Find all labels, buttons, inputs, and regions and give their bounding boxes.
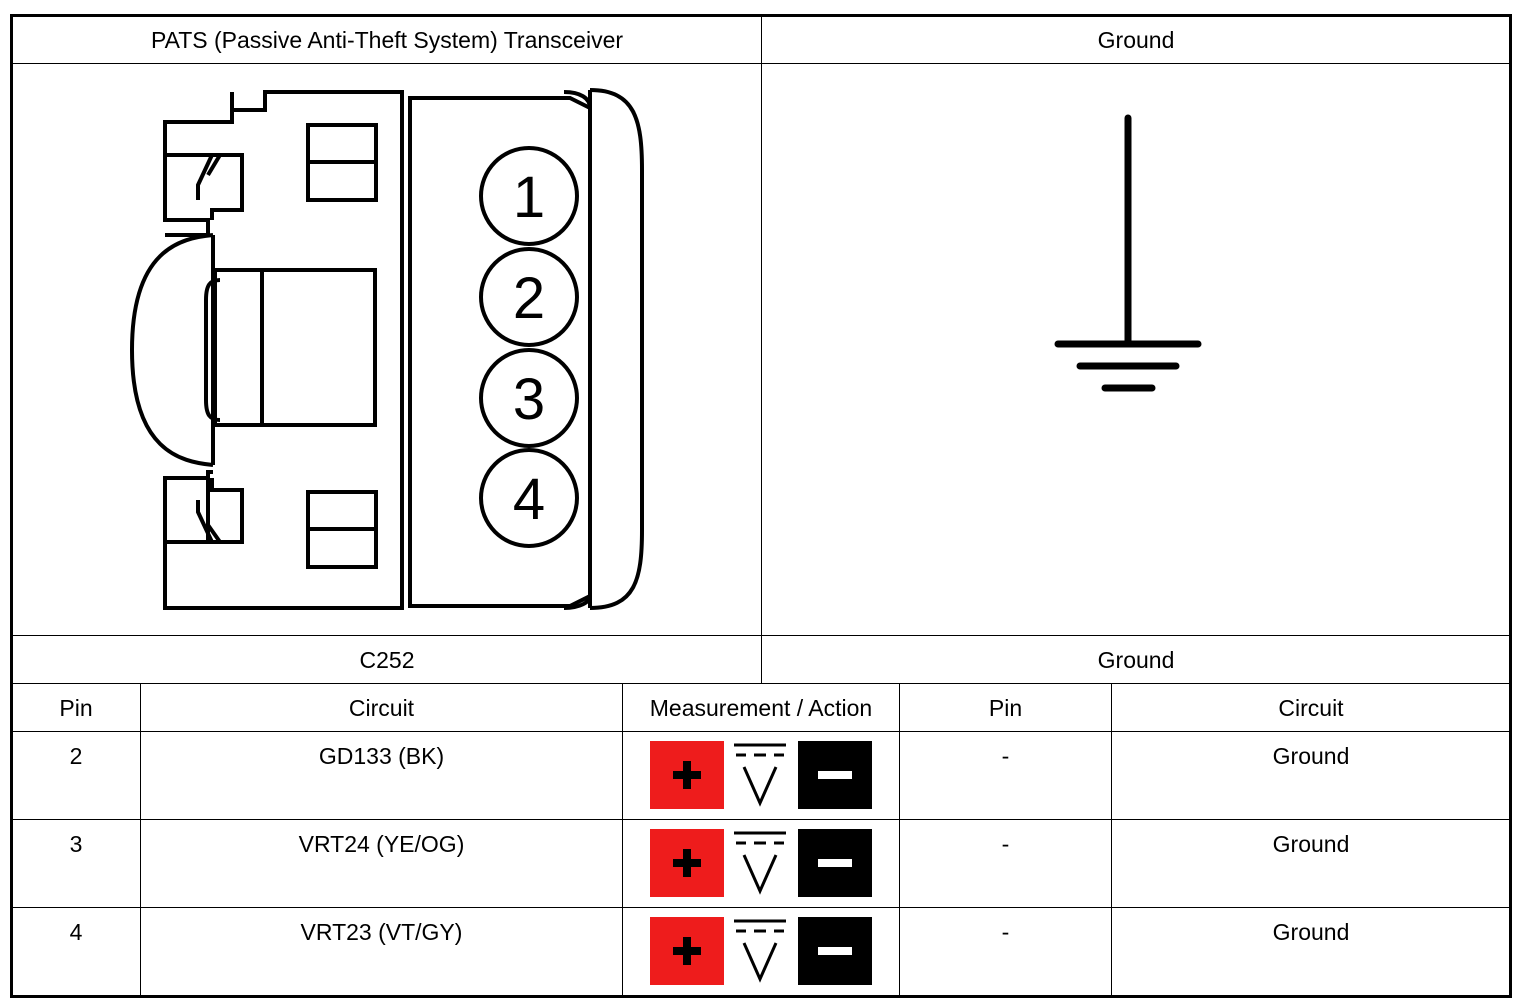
table-row-circuit-2: Ground bbox=[1272, 831, 1350, 857]
table-row-pin: 4 bbox=[69, 919, 83, 945]
pin-3-label: 3 bbox=[513, 367, 545, 432]
table-row-pin-2: - bbox=[1001, 919, 1010, 945]
connector-title: PATS (Passive Anti-Theft System) Transce… bbox=[150, 27, 624, 53]
column-header-pin-2: Pin bbox=[988, 695, 1023, 721]
ground-title: Ground bbox=[1097, 27, 1175, 53]
ground-symbol-icon bbox=[1054, 114, 1202, 392]
table-row-pin: 3 bbox=[69, 831, 83, 857]
pin-2-label: 2 bbox=[513, 266, 545, 331]
table-row-circuit: VRT23 (VT/GY) bbox=[300, 919, 463, 945]
dc-voltmeter-icon bbox=[650, 917, 874, 987]
table-row-circuit-2: Ground bbox=[1272, 743, 1350, 769]
table-row-pin: 2 bbox=[69, 743, 83, 769]
divider bbox=[12, 731, 1510, 732]
column-header-measurement-action: Measurement / Action bbox=[649, 695, 873, 721]
connector-c252-face-view: 1 2 3 4 bbox=[129, 88, 644, 610]
divider bbox=[622, 684, 623, 995]
pin-4-circle bbox=[479, 448, 579, 548]
table-row-pin-2: - bbox=[1001, 743, 1010, 769]
table-row-circuit: VRT24 (YE/OG) bbox=[298, 831, 465, 857]
pin-3-circle bbox=[479, 348, 579, 448]
divider bbox=[12, 819, 1510, 820]
pin-1-label: 1 bbox=[513, 165, 545, 230]
dc-voltmeter-icon bbox=[650, 741, 874, 811]
connector-id-label: C252 bbox=[359, 647, 415, 673]
column-header-pin: Pin bbox=[59, 695, 93, 721]
column-header-circuit: Circuit bbox=[348, 695, 415, 721]
divider bbox=[12, 907, 1510, 908]
pin-2-circle bbox=[479, 247, 579, 347]
divider bbox=[899, 684, 900, 995]
column-header-circuit-2: Circuit bbox=[1278, 695, 1344, 721]
diagram-frame bbox=[10, 14, 1512, 998]
divider bbox=[1111, 684, 1112, 995]
table-row-pin-2: - bbox=[1001, 831, 1010, 857]
table-row-circuit: GD133 (BK) bbox=[318, 743, 445, 769]
divider bbox=[761, 16, 762, 684]
dc-voltmeter-icon bbox=[650, 829, 874, 899]
table-row-circuit-2: Ground bbox=[1272, 919, 1350, 945]
divider bbox=[140, 684, 141, 995]
pin-1-circle bbox=[479, 146, 579, 246]
ground-label: Ground bbox=[1097, 647, 1175, 673]
pin-4-label: 4 bbox=[513, 467, 545, 532]
